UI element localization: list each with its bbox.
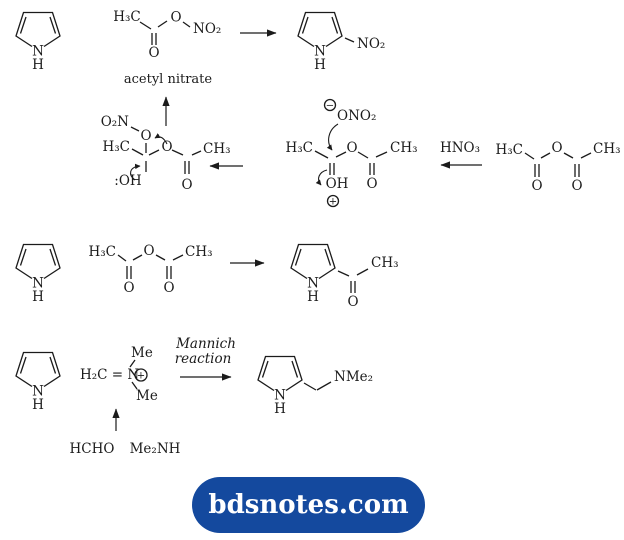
brand-text: bdsnotes.com <box>208 490 409 520</box>
carbonyl-o-label: O <box>571 178 582 194</box>
ester-o-label: O <box>161 139 172 155</box>
methyl-label: CH₃ <box>390 140 418 156</box>
formaldehyde-label: HCHO <box>70 441 115 457</box>
mannich-product-structure: NMe₂ <box>257 355 373 418</box>
nitrate-anion-label: ONO₂ <box>337 108 376 124</box>
tetrahedral-intermediate-structure: O₂N O H₃C O O CH₃ :OH <box>101 114 231 193</box>
methyl-label: H₃C <box>88 244 116 260</box>
carbonyl-o-label: O <box>163 280 174 296</box>
nitrate-o-label: O <box>140 128 151 144</box>
ester-o-label: O <box>346 140 357 156</box>
nitropyrrole-structure: NO₂ <box>297 11 385 74</box>
brand-pill: bdsnotes.com <box>192 477 425 533</box>
o2n-label: O₂N <box>101 114 129 130</box>
methyl-label: CH₃ <box>593 141 621 157</box>
methyl-label: H₃C <box>113 9 141 25</box>
plus-charge: + <box>137 371 145 382</box>
dimethylamine-label: Me₂NH <box>130 441 181 457</box>
hydroxyl-lone-pair-label: :OH <box>114 173 142 189</box>
methyl-label: H₃C <box>495 142 523 158</box>
ester-o-label: O <box>551 140 562 156</box>
nitro-label: NO₂ <box>193 21 221 37</box>
pyrrole-reactant-row1 <box>15 11 61 74</box>
iminium-ion-structure: H₂C = N + Me Me <box>80 345 158 404</box>
methyl-label: Me <box>136 388 158 404</box>
curved-electron-arrow <box>326 123 339 151</box>
carbonyl-o-label: O <box>148 45 159 61</box>
carbonyl-o-label: O <box>366 176 377 192</box>
pyrrole-reactant-row4 <box>15 351 61 414</box>
hno3-label: HNO₃ <box>440 140 480 156</box>
acetyl-nitrate-caption: acetyl nitrate <box>124 72 213 87</box>
minus-charge: − <box>326 101 334 112</box>
carbonyl-o-label: O <box>181 177 192 193</box>
methyl-label: CH₃ <box>203 141 231 157</box>
methyl-label: H₃C <box>102 139 130 155</box>
pyrrole-reactions-diagram: N H H₃C O O NO₂ acetyl nitrate NO₂ O₂N O… <box>15 9 621 457</box>
acetyl-nitrate-structure: H₃C O O NO₂ acetyl nitrate <box>113 9 221 87</box>
pyrrole-reactant-row3 <box>15 243 61 306</box>
iminium-label: H₂C = N <box>80 367 139 383</box>
carbonyl-o-label: O <box>531 178 542 194</box>
methyl-label: CH₃ <box>371 255 399 271</box>
dimethylamino-label: NMe₂ <box>334 369 373 385</box>
protonated-anhydride-structure: − ONO₂ H₃C OH + O O CH₃ <box>285 98 418 208</box>
mannich-label-line1: Mannich <box>175 336 236 352</box>
methyl-label: Me <box>131 345 153 361</box>
curved-electron-arrow <box>154 133 168 145</box>
carbonyl-o-label: O <box>347 294 358 310</box>
acetic-anhydride-structure-row3: H₃C O O O CH₃ <box>88 243 212 296</box>
methyl-label: H₃C <box>285 140 313 156</box>
mannich-label-line2: reaction <box>175 351 232 367</box>
mannich-reaction-arrow-group: Mannich reaction <box>175 336 236 381</box>
acetylpyrrole-structure: O CH₃ <box>290 243 399 310</box>
ester-o-label: O <box>143 243 154 259</box>
acetic-anhydride-structure-row2: H₃C O O O CH₃ <box>495 140 620 194</box>
ester-o-label: O <box>170 10 181 26</box>
curved-electron-arrow <box>130 163 141 181</box>
curved-electron-arrow <box>315 169 328 186</box>
plus-charge: + <box>329 197 337 208</box>
methyl-label: CH₃ <box>185 244 213 260</box>
protonated-oh-label: OH <box>326 176 349 192</box>
carbonyl-o-label: O <box>123 280 134 296</box>
hno3-step: HNO₃ <box>440 140 482 169</box>
nitro-label: NO₂ <box>357 36 385 52</box>
